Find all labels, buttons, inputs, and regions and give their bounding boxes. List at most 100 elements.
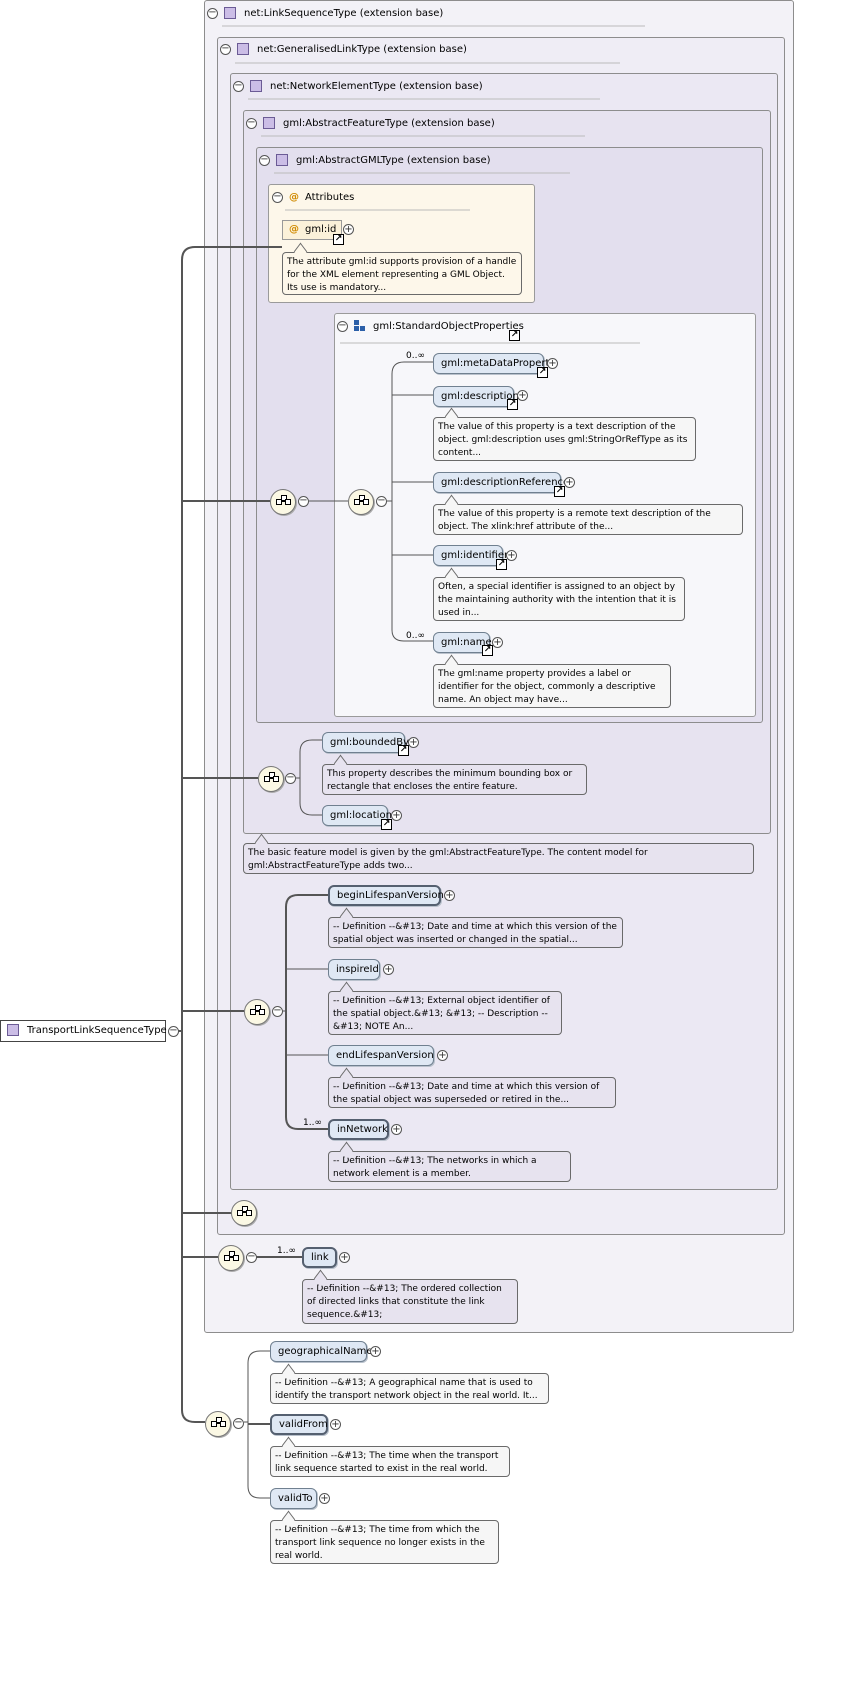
complex-type-icon [276,154,288,166]
complex-type-icon [7,1024,19,1036]
collapse-icon[interactable]: − [246,1251,257,1263]
collapse-icon[interactable]: − [168,1025,179,1037]
title-network-element: − net:NetworkElementType (extension base) [233,80,483,93]
element-inspireid[interactable]: inspireId [328,959,380,980]
expand-icon[interactable]: + [564,477,575,488]
occurrence-label: 1..∞ [303,1118,322,1128]
frame-title: net:NetworkElementType (extension base) [270,81,483,92]
collapse-icon[interactable]: − [376,495,387,507]
element-link[interactable]: link [302,1247,337,1268]
collapse-icon[interactable]: − [259,153,270,166]
expand-icon[interactable]: + [339,1252,350,1263]
inspireid-doc: -- Definition --&#13; External object id… [328,991,562,1035]
root-type-transportlinksequencetype[interactable]: TransportLinkSequenceType [0,1020,167,1042]
sequence-compositor-icon [270,489,296,515]
element-gml-boundedby[interactable]: gml:boundedBy [322,732,409,753]
element-gml-identifier[interactable]: gml:identifier [433,545,508,566]
sequence-compositor-icon [218,1245,244,1271]
element-validfrom[interactable]: validFrom [270,1414,328,1435]
collapse-icon[interactable]: − [233,79,244,92]
beginlifespanversion-doc: -- Definition --&#13; Date and time at w… [328,917,623,948]
gml-id-attribute[interactable]: @ gml:id [282,220,342,240]
link-doc: -- Definition --&#13; The ordered collec… [302,1279,518,1324]
attribute-icon: @ [289,224,299,235]
title-link-sequence: − net:LinkSequenceType (extension base) [207,7,443,20]
collapse-icon[interactable]: − [207,6,218,19]
link-arrow-icon[interactable]: ↗ [509,330,520,341]
link-arrow-icon[interactable]: ↗ [496,559,507,570]
sequence-compositor-icon [348,489,374,515]
occurrence-label: 0..∞ [406,351,425,361]
collapse-icon[interactable]: − [220,42,231,55]
frame-title: gml:AbstractFeatureType (extension base) [283,118,495,129]
complex-type-icon [237,43,249,55]
frame-title: net:LinkSequenceType (extension base) [244,8,444,19]
expand-icon[interactable]: + [492,637,503,648]
gml-description-doc: The value of this property is a text des… [433,417,696,461]
element-gml-metadataproperty[interactable]: gml:metaDataProperty [433,353,555,374]
element-endlifespanversion[interactable]: endLifespanVersion [328,1045,434,1066]
expand-icon[interactable]: + [547,358,558,369]
sequence-compositor-icon [244,999,270,1025]
title-abstract-gml: −gml:AbstractGMLType (extension base) [259,154,491,167]
title-standard-object-properties: − gml:StandardObjectProperties [337,320,524,333]
element-gml-descriptionreference[interactable]: gml:descriptionReference [433,472,569,493]
collapse-icon[interactable]: − [337,319,348,332]
element-gml-name[interactable]: gml:name [433,632,492,653]
gml-descriptionreference-doc: The value of this property is a remote t… [433,504,743,535]
element-validto[interactable]: validTo [270,1488,317,1509]
attributes-title: Attributes [305,192,355,203]
frame-title: net:GeneralisedLinkType (extension base) [257,44,467,55]
expand-icon[interactable]: + [444,890,455,901]
expand-icon[interactable]: + [437,1050,448,1061]
element-gml-description[interactable]: gml:description [433,386,519,407]
gml-name-doc: The gml:name property provides a label o… [433,664,671,708]
collapse-icon[interactable]: − [233,1417,244,1429]
sequence-compositor-icon [258,766,284,792]
expand-icon[interactable]: + [517,390,528,401]
expand-icon[interactable]: + [383,964,394,975]
expand-icon[interactable]: + [370,1346,381,1357]
complex-type-icon [224,7,236,19]
expand-icon[interactable]: + [408,737,419,748]
link-arrow-icon[interactable]: ↗ [554,486,565,497]
occurrence-label: 1..∞ [277,1246,296,1256]
attribute-icon: @ [289,192,299,203]
gml-identifier-doc: Often, a special identifier is assigned … [433,577,685,621]
collapse-icon[interactable]: − [246,116,257,129]
link-arrow-icon[interactable]: ↗ [381,819,392,830]
endlifespanversion-doc: -- Definition --&#13; Date and time at w… [328,1077,616,1108]
link-arrow-icon[interactable]: ↗ [507,399,518,410]
innetwork-doc: -- Definition --&#13; The networks in wh… [328,1151,571,1182]
sequence-compositor-icon [205,1411,231,1437]
element-beginlifespanversion[interactable]: beginLifespanVersion [328,885,444,906]
gml-boundedby-doc: This property describes the minimum boun… [322,764,587,795]
link-arrow-icon[interactable]: ↗ [537,367,548,378]
expand-icon[interactable]: + [330,1419,341,1430]
expand-icon[interactable]: + [343,224,354,235]
expand-icon[interactable]: + [391,1124,402,1135]
collapse-icon[interactable]: − [272,190,283,203]
attribute-label: gml:id [305,224,337,235]
element-geographicalname[interactable]: geographicalName [270,1341,373,1362]
geographicalname-doc: -- Definition --&#13; A geographical nam… [270,1373,549,1404]
link-arrow-icon[interactable]: ↗ [333,234,344,245]
expand-icon[interactable]: + [506,550,517,561]
expand-icon[interactable]: + [319,1493,330,1504]
collapse-icon[interactable]: − [285,772,296,784]
group-title: gml:StandardObjectProperties [373,321,524,332]
collapse-icon[interactable]: − [272,1005,283,1017]
collapse-icon[interactable]: − [298,495,309,507]
link-arrow-icon[interactable]: ↗ [482,645,493,656]
element-innetwork[interactable]: inNetwork [328,1119,389,1140]
abstract-feature-doc: The basic feature model is given by the … [243,843,754,874]
link-arrow-icon[interactable]: ↗ [398,745,409,756]
expand-icon[interactable]: + [391,810,402,821]
title-generalised-link: − net:GeneralisedLinkType (extension base… [220,43,467,56]
gml-id-doc: The attribute gml:id supports provision … [282,252,522,295]
validto-doc: -- Definition --&#13; The time from whic… [270,1520,499,1564]
root-label: TransportLinkSequenceType [27,1025,167,1036]
complex-type-icon [250,80,262,92]
title-attributes: −@ Attributes [272,191,354,204]
element-gml-location[interactable]: gml:location [322,805,392,826]
